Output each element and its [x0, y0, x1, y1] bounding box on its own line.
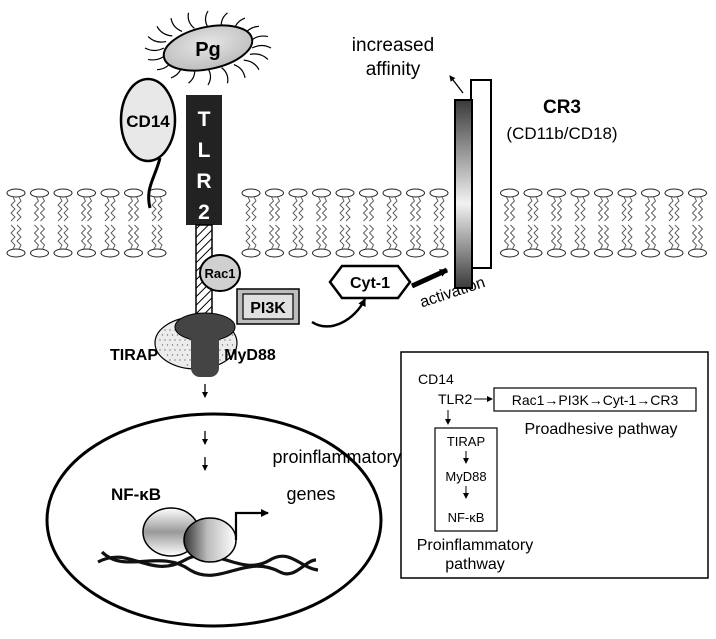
pathway-legend: CD14 TLR2 Rac1→PI3K→Cyt-1→CR3 Proadhesiv…	[400, 351, 709, 579]
legend-tirap: TIRAP	[447, 434, 485, 449]
legend-cd14: CD14	[418, 371, 454, 387]
legend-proadhesive-chain: Rac1→PI3K→Cyt-1→CR3	[512, 392, 679, 408]
increased-label: increased	[352, 35, 434, 56]
myd88-label: MyD88	[224, 347, 276, 364]
tirap-label: TIRAP	[110, 347, 158, 364]
tlr2-letter-t: T	[198, 108, 211, 131]
nucleus: proinflammatory genes NF-κB	[45, 412, 402, 628]
tlr2-letter-2: 2	[198, 201, 210, 224]
affinity-label: affinity	[366, 59, 421, 80]
rac1-node: Rac1	[199, 254, 241, 292]
legend-tlr2: TLR2	[438, 391, 472, 407]
cd14-receptor: CD14	[119, 77, 177, 209]
pi3k-to-cyt1-arrow	[311, 298, 367, 328]
dna-strand-2	[100, 550, 317, 577]
rac1-label: Rac1	[204, 266, 235, 281]
myd88-adaptor	[174, 312, 236, 377]
pi3k-node: PI3K	[236, 288, 300, 325]
tlr2-extracellular	[186, 95, 222, 225]
cr3-subunits-label: (CD11b/CD18)	[506, 124, 617, 143]
pi3k-label: PI3K	[250, 300, 286, 317]
legend-proadhesive-box	[493, 387, 697, 412]
affinity-arrow	[449, 75, 464, 94]
nfkb-subunit-2	[183, 517, 237, 563]
legend-proinflammatory-box	[434, 427, 498, 532]
cell-membrane	[6, 188, 707, 258]
pg-label: Pg	[195, 39, 221, 61]
genes-label: genes	[286, 484, 335, 504]
legend-nfkb: NF-κB	[448, 510, 485, 525]
cr3-integrin	[454, 79, 492, 289]
cr3-label: CR3	[543, 97, 581, 118]
legend-proinflammatory-line2: pathway	[445, 556, 505, 573]
cyt1-label: Cyt-1	[350, 275, 390, 292]
tlr2-letter-l: L	[198, 139, 211, 162]
legend-proadhesive-label: Proadhesive pathway	[525, 421, 678, 438]
pg-bacterium: Pg	[144, 10, 272, 86]
cd14-label: CD14	[126, 112, 170, 131]
legend-myd88: MyD88	[445, 469, 486, 484]
cyt1-node: Cyt-1	[328, 264, 412, 300]
transcription-arrow	[234, 509, 269, 540]
tlr2-letter-r: R	[196, 170, 211, 193]
proinflammatory-label: proinflammatory	[272, 447, 401, 467]
legend-proinflammatory-line1: Proinflammatory	[417, 537, 533, 554]
activation-arrow	[410, 267, 449, 289]
nfkb-label: NF-κB	[111, 485, 161, 504]
